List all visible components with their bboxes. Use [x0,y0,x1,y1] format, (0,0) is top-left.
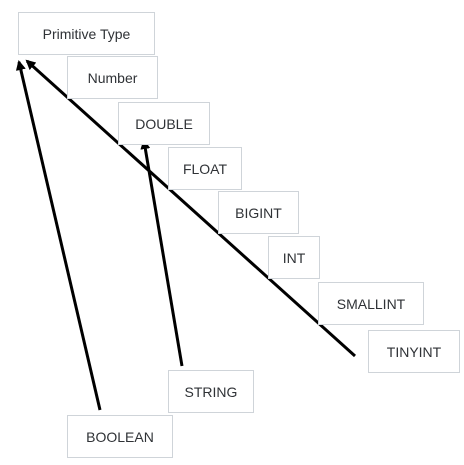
node-number: Number [67,56,158,99]
arrow-string-to-double [140,139,184,367]
node-boolean-label: BOOLEAN [86,428,154,445]
node-number-label: Number [87,69,138,86]
node-smallint: SMALLINT [318,282,424,325]
node-double: DOUBLE [118,102,210,145]
node-float-label: FLOAT [182,160,228,177]
arrow-tinyint-to-primitive [25,59,357,358]
node-bigint: BIGINT [218,191,299,234]
node-string-label: STRING [184,383,238,400]
node-double-label: DOUBLE [135,115,193,132]
node-primitive-type-label: Primitive Type [42,25,131,42]
node-boolean: BOOLEAN [67,415,173,458]
node-string: STRING [168,370,254,413]
node-smallint-label: SMALLINT [336,295,406,312]
node-bigint-label: BIGINT [235,204,282,221]
node-float: FLOAT [168,147,242,190]
node-int-label: INT [282,249,306,266]
arrow-boolean-to-primitive [15,60,102,411]
node-tinyint-label: TINYINT [386,343,442,360]
node-tinyint: TINYINT [368,330,460,373]
node-primitive-type: Primitive Type [18,12,155,55]
node-int: INT [268,236,320,279]
